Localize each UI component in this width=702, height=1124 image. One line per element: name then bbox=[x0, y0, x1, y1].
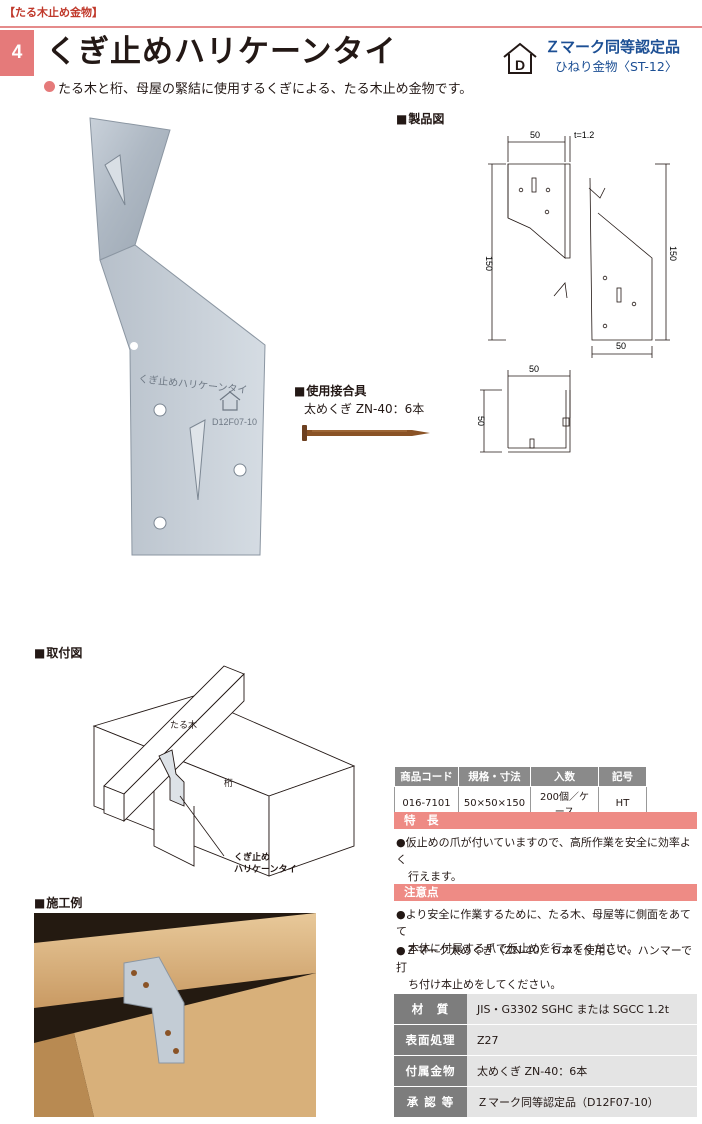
zmark-title: Ｚマーク同等認定品 bbox=[545, 38, 681, 56]
dim-right-height: 150 bbox=[668, 246, 678, 261]
product-photo: くぎ止めハリケーンタイ D12F07-10 bbox=[80, 110, 290, 560]
product-drawing-heading: 製品図 bbox=[396, 110, 444, 127]
bullet-mark: ● bbox=[396, 836, 406, 849]
section-number: 4 bbox=[0, 30, 34, 76]
spec-header: 商品コード bbox=[394, 766, 459, 787]
property-key: 付属金物 bbox=[394, 1056, 467, 1086]
category-tag: 【たる木止め金物】 bbox=[4, 6, 103, 19]
page-title: くぎ止めハリケーンタイ bbox=[46, 34, 397, 70]
title-rule bbox=[0, 26, 702, 28]
zmark-icon-letter: D bbox=[515, 57, 525, 73]
lead-bullet bbox=[44, 81, 55, 92]
property-key: 材 質 bbox=[394, 994, 467, 1024]
example-photo bbox=[34, 913, 316, 1117]
fasteners-heading: 使用接合具 bbox=[294, 382, 366, 399]
example-heading: 施工例 bbox=[34, 894, 82, 911]
dim-section-width: 50 bbox=[529, 364, 539, 374]
dim-top-width: 50 bbox=[530, 130, 540, 140]
label-beam: 桁 bbox=[224, 777, 233, 789]
lead-text: たる木と桁、母屋の緊結に使用するくぎによる、たる木止め金物です。 bbox=[58, 82, 473, 97]
property-row: 表面処理 Z27 bbox=[394, 1025, 697, 1056]
callout-line2: ハリケーンタイ bbox=[234, 863, 297, 875]
features-heading: 特 長 bbox=[394, 812, 697, 829]
mounting-heading: 取付図 bbox=[34, 644, 82, 661]
nail-image bbox=[302, 422, 432, 448]
cautions-heading: 注意点 bbox=[394, 884, 697, 901]
zmark-subtitle: ひねり金物〈ST-12〉 bbox=[555, 59, 678, 74]
property-key: 承 認 等 bbox=[394, 1087, 467, 1117]
dim-section-height: 50 bbox=[476, 416, 486, 426]
dim-bottom-width: 50 bbox=[616, 341, 626, 351]
property-row: 承 認 等 Ｚマーク同等認定品（D12F07-10） bbox=[394, 1087, 697, 1118]
spec-header: 記号 bbox=[598, 766, 647, 787]
property-value: JIS・G3302 SGHC または SGCC 1.2t bbox=[467, 994, 697, 1024]
callout-line1: くぎ止め bbox=[234, 851, 270, 863]
property-row: 材 質 JIS・G3302 SGHC または SGCC 1.2t bbox=[394, 994, 697, 1025]
caution-item: ●Ｚマーク太めくぎ（ZN-40）６本を使用して、ハンマーで打 ち付け本止めをして… bbox=[396, 944, 693, 991]
product-drawing: 50 t=1.2 150 150 50 50 50 bbox=[470, 128, 702, 460]
bullet-mark: ● bbox=[396, 944, 406, 957]
bullet-mark: ● bbox=[396, 908, 406, 921]
property-key: 表面処理 bbox=[394, 1025, 467, 1055]
dim-left-height: 150 bbox=[484, 256, 494, 271]
property-value: Z27 bbox=[467, 1025, 697, 1055]
feature-item: ●仮止めの爪が付いていますので、高所作業を安全に効率よく 行えます。 bbox=[396, 836, 691, 883]
fasteners-value: 太めくぎ ZN-40：6本 bbox=[304, 402, 425, 416]
zmark-house-icon: D bbox=[500, 40, 540, 80]
spec-header: 規格・寸法 bbox=[458, 766, 531, 787]
property-value: Ｚマーク同等認定品（D12F07-10） bbox=[467, 1087, 697, 1117]
property-row: 付属金物 太めくぎ ZN-40：6本 bbox=[394, 1056, 697, 1087]
property-value: 太めくぎ ZN-40：6本 bbox=[467, 1056, 697, 1086]
dim-thickness: t=1.2 bbox=[574, 130, 594, 140]
caution-item: ●より安全に作業するために、たる木、母屋等に側面をあてて 本体に付属する爪で仮止… bbox=[396, 908, 691, 955]
properties-table: 材 質 JIS・G3302 SGHC または SGCC 1.2t 表面処理 Z2… bbox=[394, 994, 697, 1118]
stamp-code: D12F07-10 bbox=[212, 417, 257, 427]
mounting-diagram: たる木 桁 くぎ止め ハリケーンタイ bbox=[84, 656, 364, 888]
label-rafter: たる木 bbox=[170, 719, 197, 731]
spec-header: 入数 bbox=[530, 766, 599, 787]
